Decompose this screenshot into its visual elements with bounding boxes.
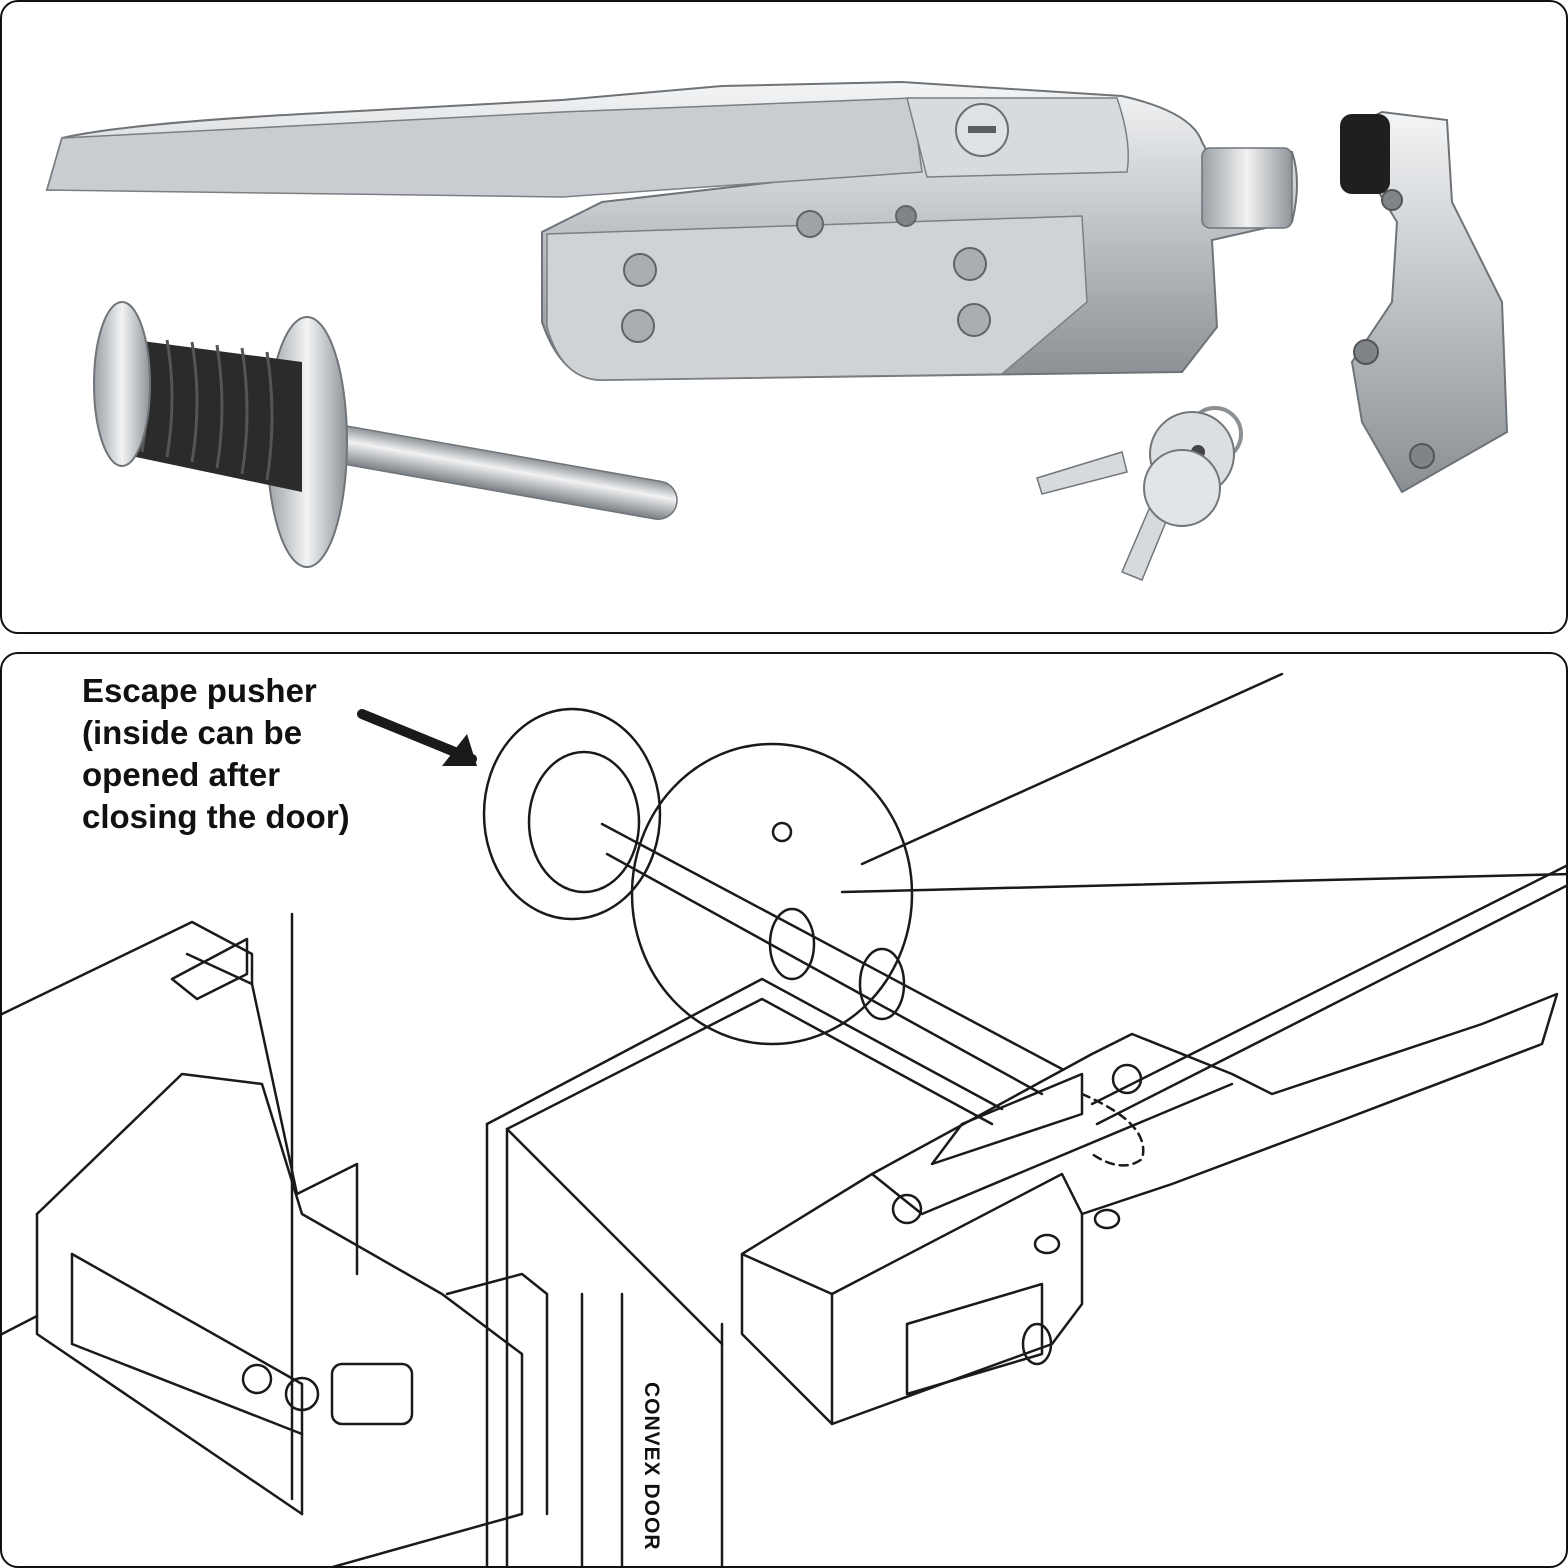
installation-line-drawing xyxy=(2,672,1566,1566)
strike-keeper xyxy=(1340,110,1509,494)
escape-pusher-callout: Escape pusher (inside can be opened afte… xyxy=(82,672,350,835)
arrow-icon xyxy=(442,734,477,766)
escape-pusher-photo xyxy=(93,301,678,568)
product-illustration xyxy=(45,80,1509,581)
latch-handle xyxy=(45,80,1298,382)
installation-diagram-panel xyxy=(0,652,1568,1568)
product-photo-panel xyxy=(0,0,1568,634)
keys xyxy=(1036,406,1243,581)
convex-door-label: CONVEX DOOR xyxy=(640,1382,663,1551)
